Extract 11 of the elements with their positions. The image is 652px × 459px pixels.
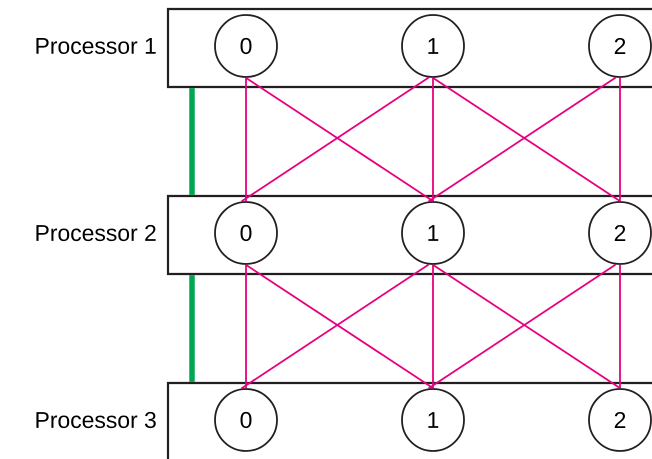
connector-line: [245, 78, 247, 202]
connector-line: [619, 264, 621, 388]
processor-label: Processor 1: [36, 38, 156, 54]
connector-line: [189, 275, 195, 382]
processor-label: Processor 2: [36, 224, 156, 242]
connector-line: [432, 78, 434, 202]
connector-line: [245, 264, 247, 388]
connector-line: [619, 78, 621, 202]
connector-line: [189, 88, 195, 195]
processor-label: Processor 3: [36, 412, 156, 428]
connector-line: [432, 264, 434, 388]
